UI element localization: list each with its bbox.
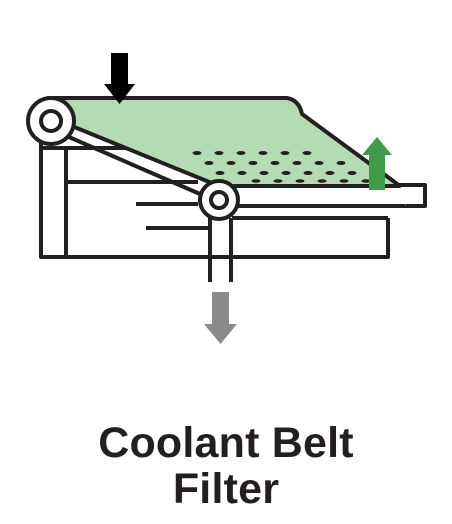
belt-filter-diagram <box>26 53 427 344</box>
filter-belt <box>46 96 402 188</box>
diagram-caption: Coolant Belt Filter <box>0 420 452 512</box>
discharge-pipe <box>208 218 233 282</box>
left-roller <box>26 96 76 146</box>
caption-line-2: Filter <box>172 465 280 513</box>
belt-perforations <box>192 151 371 183</box>
belt-end-lip <box>400 183 427 208</box>
up-arrow-icon <box>362 137 392 190</box>
coolant-tank <box>39 128 390 259</box>
right-roller <box>198 179 240 221</box>
caption-line-1: Coolant Belt <box>98 419 354 467</box>
down-arrow-icon <box>204 292 237 344</box>
down-arrow-icon <box>104 53 135 104</box>
